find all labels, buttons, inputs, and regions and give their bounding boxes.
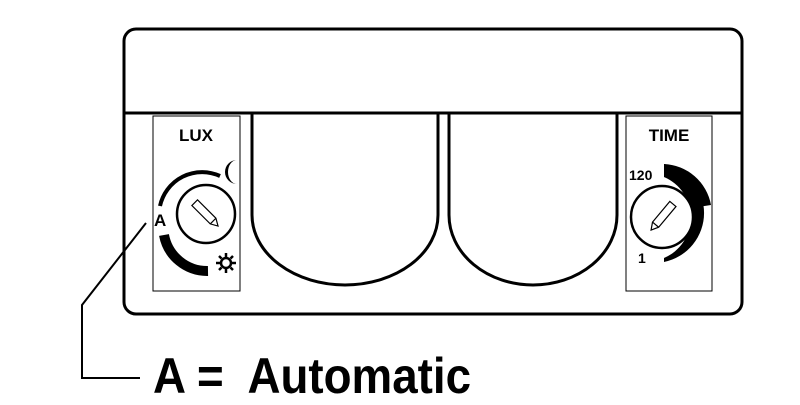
lux-arc-lower xyxy=(159,233,209,277)
time-max-label: 120 xyxy=(629,167,653,183)
legend-text: A = Automatic xyxy=(153,348,471,404)
lux-title: LUX xyxy=(179,126,214,145)
time-panel xyxy=(625,115,713,292)
lux-arc-upper xyxy=(158,170,221,207)
automatic-mark: A xyxy=(154,211,166,230)
leader-line xyxy=(81,222,147,379)
moon-icon xyxy=(225,160,237,184)
left-lens xyxy=(250,113,440,287)
pencil-icon xyxy=(191,199,219,227)
lux-panel xyxy=(152,115,241,292)
time-title: TIME xyxy=(649,126,690,145)
pencil-icon xyxy=(650,200,677,231)
sun-icon xyxy=(216,253,236,273)
housing xyxy=(122,27,744,316)
time-min-label: 1 xyxy=(638,250,646,266)
time-arc-thick xyxy=(664,164,711,207)
right-lens xyxy=(447,113,619,287)
